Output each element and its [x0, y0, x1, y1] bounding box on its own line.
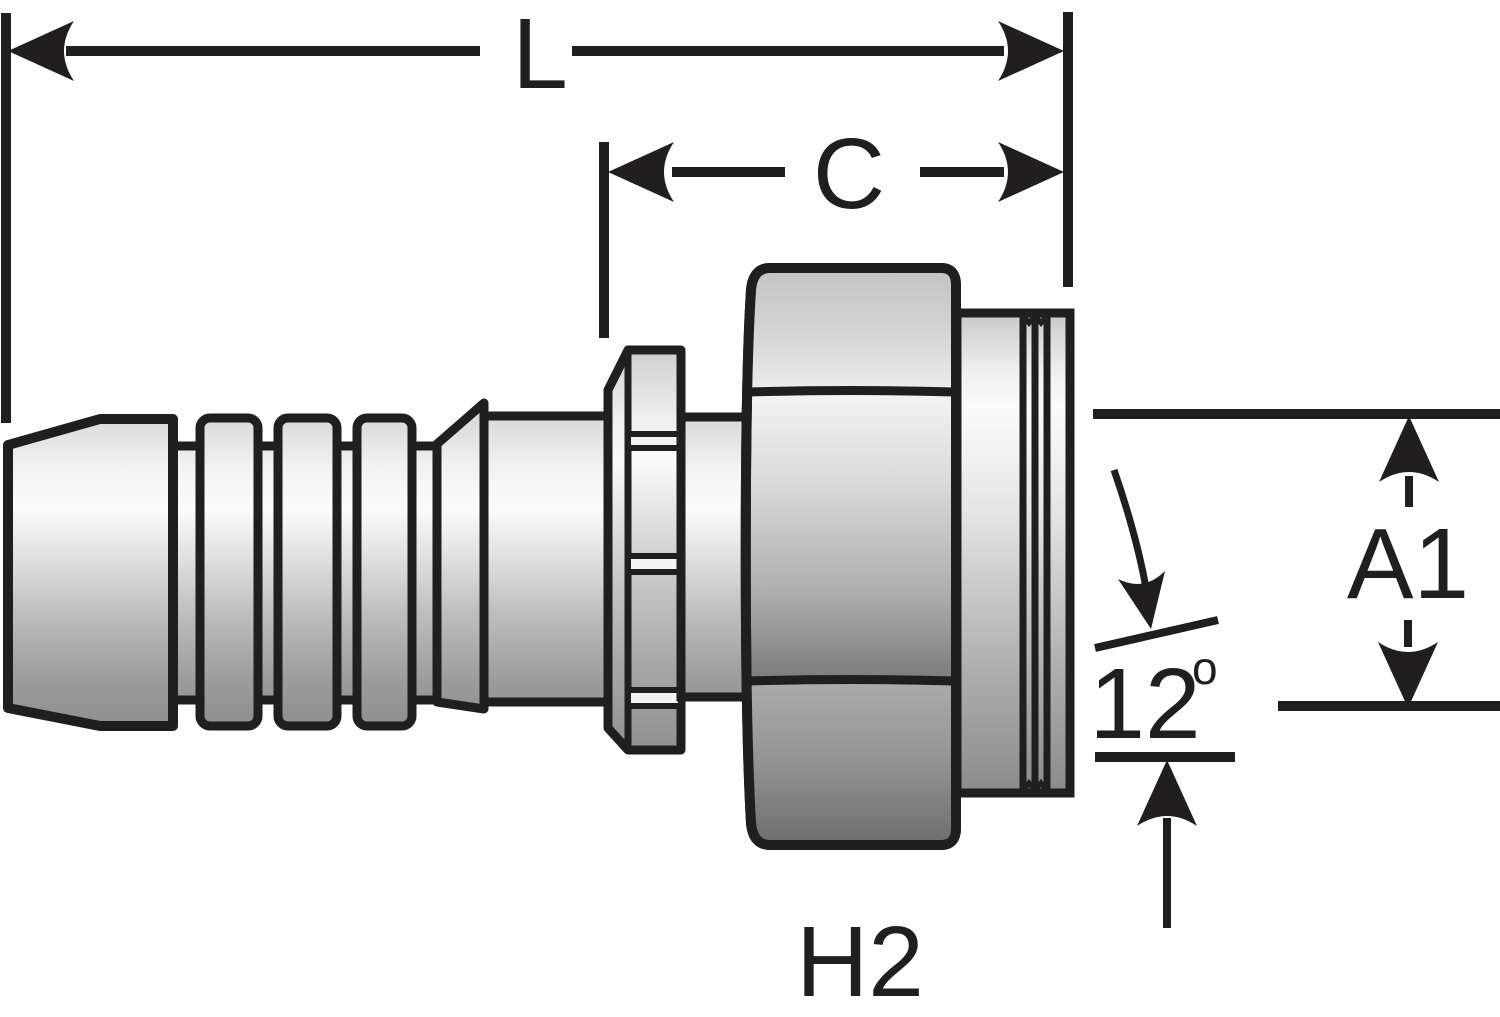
collar-notch-3 — [625, 687, 684, 709]
barb-rib-2 — [273, 413, 342, 731]
label-overall-length: L — [512, 0, 568, 110]
seat-angle-arrowhead-icon — [1118, 571, 1165, 629]
seal-groove-notch-top — [1021, 313, 1049, 328]
h2-arrowhead-up-icon — [1137, 760, 1197, 826]
seal-cylinder — [952, 308, 1075, 798]
hex-nut — [740, 263, 961, 850]
collar-notch-1 — [625, 431, 684, 451]
stem-flare-cone — [432, 398, 489, 714]
a1-arrowhead-down-icon — [1378, 642, 1438, 708]
hex-nut-top-facet — [748, 268, 956, 392]
hex-nut-outline — [740, 263, 961, 850]
dimension-A1: A1 — [1093, 409, 1500, 711]
stem-nose-cone — [3, 414, 178, 731]
seat-angle-line — [1094, 616, 1219, 652]
body-cylinder-front — [479, 411, 621, 707]
label-seat-diameter: A1 — [1347, 508, 1469, 620]
label-seat-angle-degree: o — [1192, 642, 1218, 694]
dimension-seat-angle: 12 o — [1089, 468, 1219, 760]
barb-rib-3 — [352, 413, 417, 731]
dimension-C: C — [608, 118, 1064, 230]
a1-arrowhead-up-icon — [1379, 416, 1439, 482]
coupling-body — [3, 263, 1075, 850]
label-hex-size: H2 — [796, 906, 924, 1017]
dimension-H2: H2 — [796, 752, 1235, 1017]
collar-notch-2 — [625, 553, 684, 575]
c-arrowhead-right-icon — [998, 142, 1064, 202]
hex-facet-line-upper — [748, 386, 956, 397]
dimension-L: L — [8, 0, 1064, 110]
seal-end — [952, 308, 1075, 798]
hex-nut-bottom-facet — [748, 681, 956, 845]
seal-groove-notch-bottom — [1021, 778, 1049, 793]
label-cutoff-length: C — [813, 118, 885, 230]
l-arrowhead-left-icon — [8, 21, 74, 81]
c-arrowhead-left-icon — [608, 142, 674, 202]
barb-rib-1 — [195, 413, 263, 731]
label-seat-angle: 12 — [1089, 648, 1200, 760]
hex-facet-line-lower — [748, 675, 956, 686]
l-arrowhead-right-icon — [998, 21, 1064, 81]
